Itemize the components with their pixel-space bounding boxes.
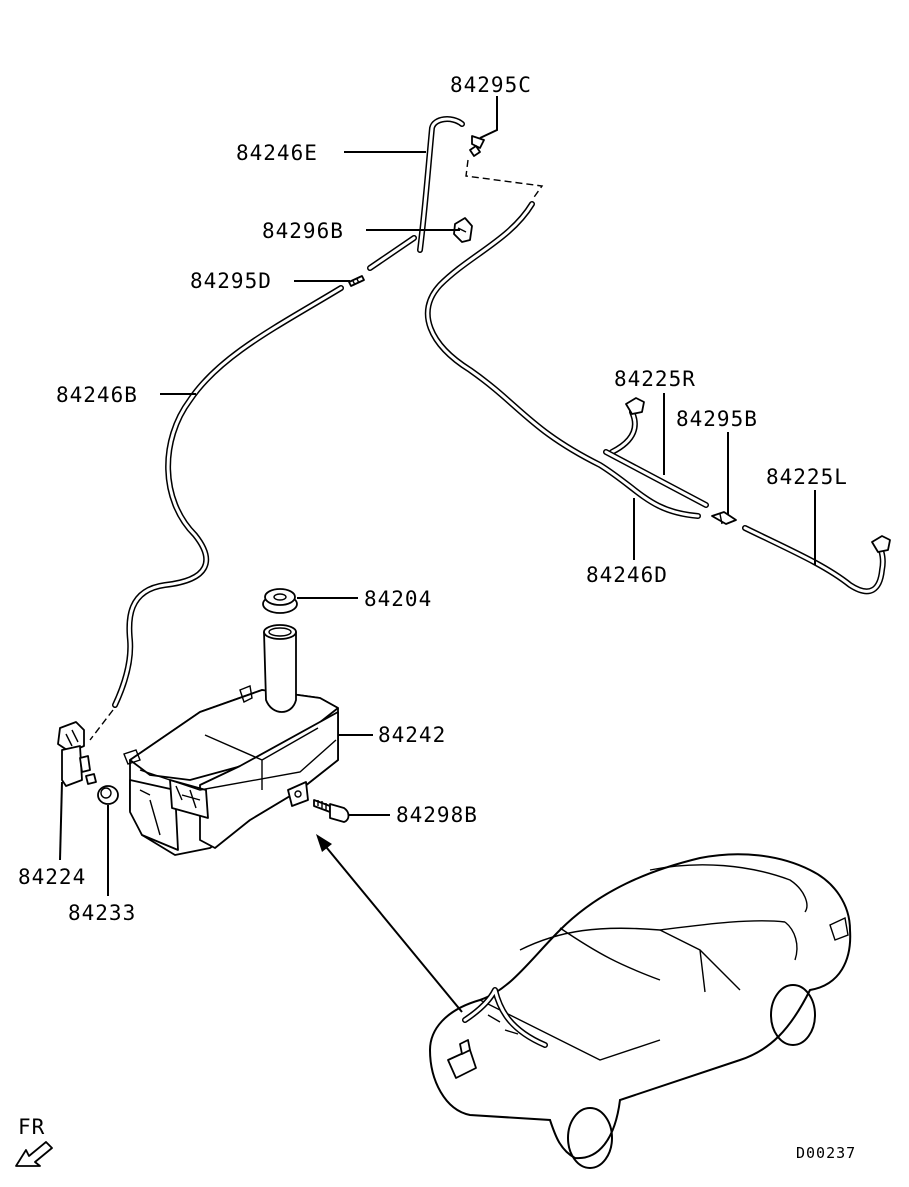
nozzle-84225R bbox=[625, 397, 645, 415]
label-84233: 84233 bbox=[68, 901, 136, 925]
leader-84224 bbox=[59, 781, 63, 861]
diagram-code: D00237 bbox=[796, 1144, 856, 1162]
label-84246E: 84246E bbox=[236, 141, 318, 165]
nozzle-84225L bbox=[871, 535, 891, 553]
vehicle-illustration bbox=[428, 853, 852, 1169]
dashed-connection-upper bbox=[465, 159, 544, 201]
hose-84246D bbox=[424, 201, 701, 519]
reservoir-tank-84242 bbox=[123, 624, 339, 856]
dashed-connection-pump bbox=[89, 709, 114, 741]
label-84225R: 84225R bbox=[614, 367, 696, 391]
hose-84225R bbox=[603, 409, 709, 508]
hose-short-upper bbox=[367, 235, 417, 271]
grommet-84233 bbox=[97, 785, 119, 805]
leader-84295C bbox=[479, 96, 498, 139]
bolt-84298B bbox=[313, 799, 350, 823]
label-84295D: 84295D bbox=[190, 269, 272, 293]
cap-84204 bbox=[262, 588, 298, 614]
hose-84225L bbox=[742, 525, 886, 595]
clip-84296B bbox=[453, 217, 473, 243]
label-84295B: 84295B bbox=[676, 407, 758, 431]
label-84298B: 84298B bbox=[396, 803, 478, 827]
location-arrow bbox=[316, 834, 463, 1013]
label-84296B: 84296B bbox=[262, 219, 344, 243]
label-84225L: 84225L bbox=[766, 465, 848, 489]
hose-84246B bbox=[112, 285, 344, 708]
label-84246D: 84246D bbox=[586, 563, 668, 587]
joint-84295D bbox=[348, 275, 365, 287]
front-direction-label: FR bbox=[18, 1115, 45, 1139]
pump-84224 bbox=[57, 721, 97, 787]
front-direction-arrow-icon bbox=[15, 1141, 53, 1167]
label-84242: 84242 bbox=[378, 723, 446, 747]
label-84295C: 84295C bbox=[450, 73, 532, 97]
label-84204: 84204 bbox=[364, 587, 432, 611]
label-84224: 84224 bbox=[18, 865, 86, 889]
front-direction-indicator: FR bbox=[15, 1115, 53, 1167]
joint-84295B bbox=[711, 511, 737, 525]
hose-84246E bbox=[417, 116, 465, 253]
joint-84295C bbox=[469, 135, 485, 157]
label-84246B: 84246B bbox=[56, 383, 138, 407]
